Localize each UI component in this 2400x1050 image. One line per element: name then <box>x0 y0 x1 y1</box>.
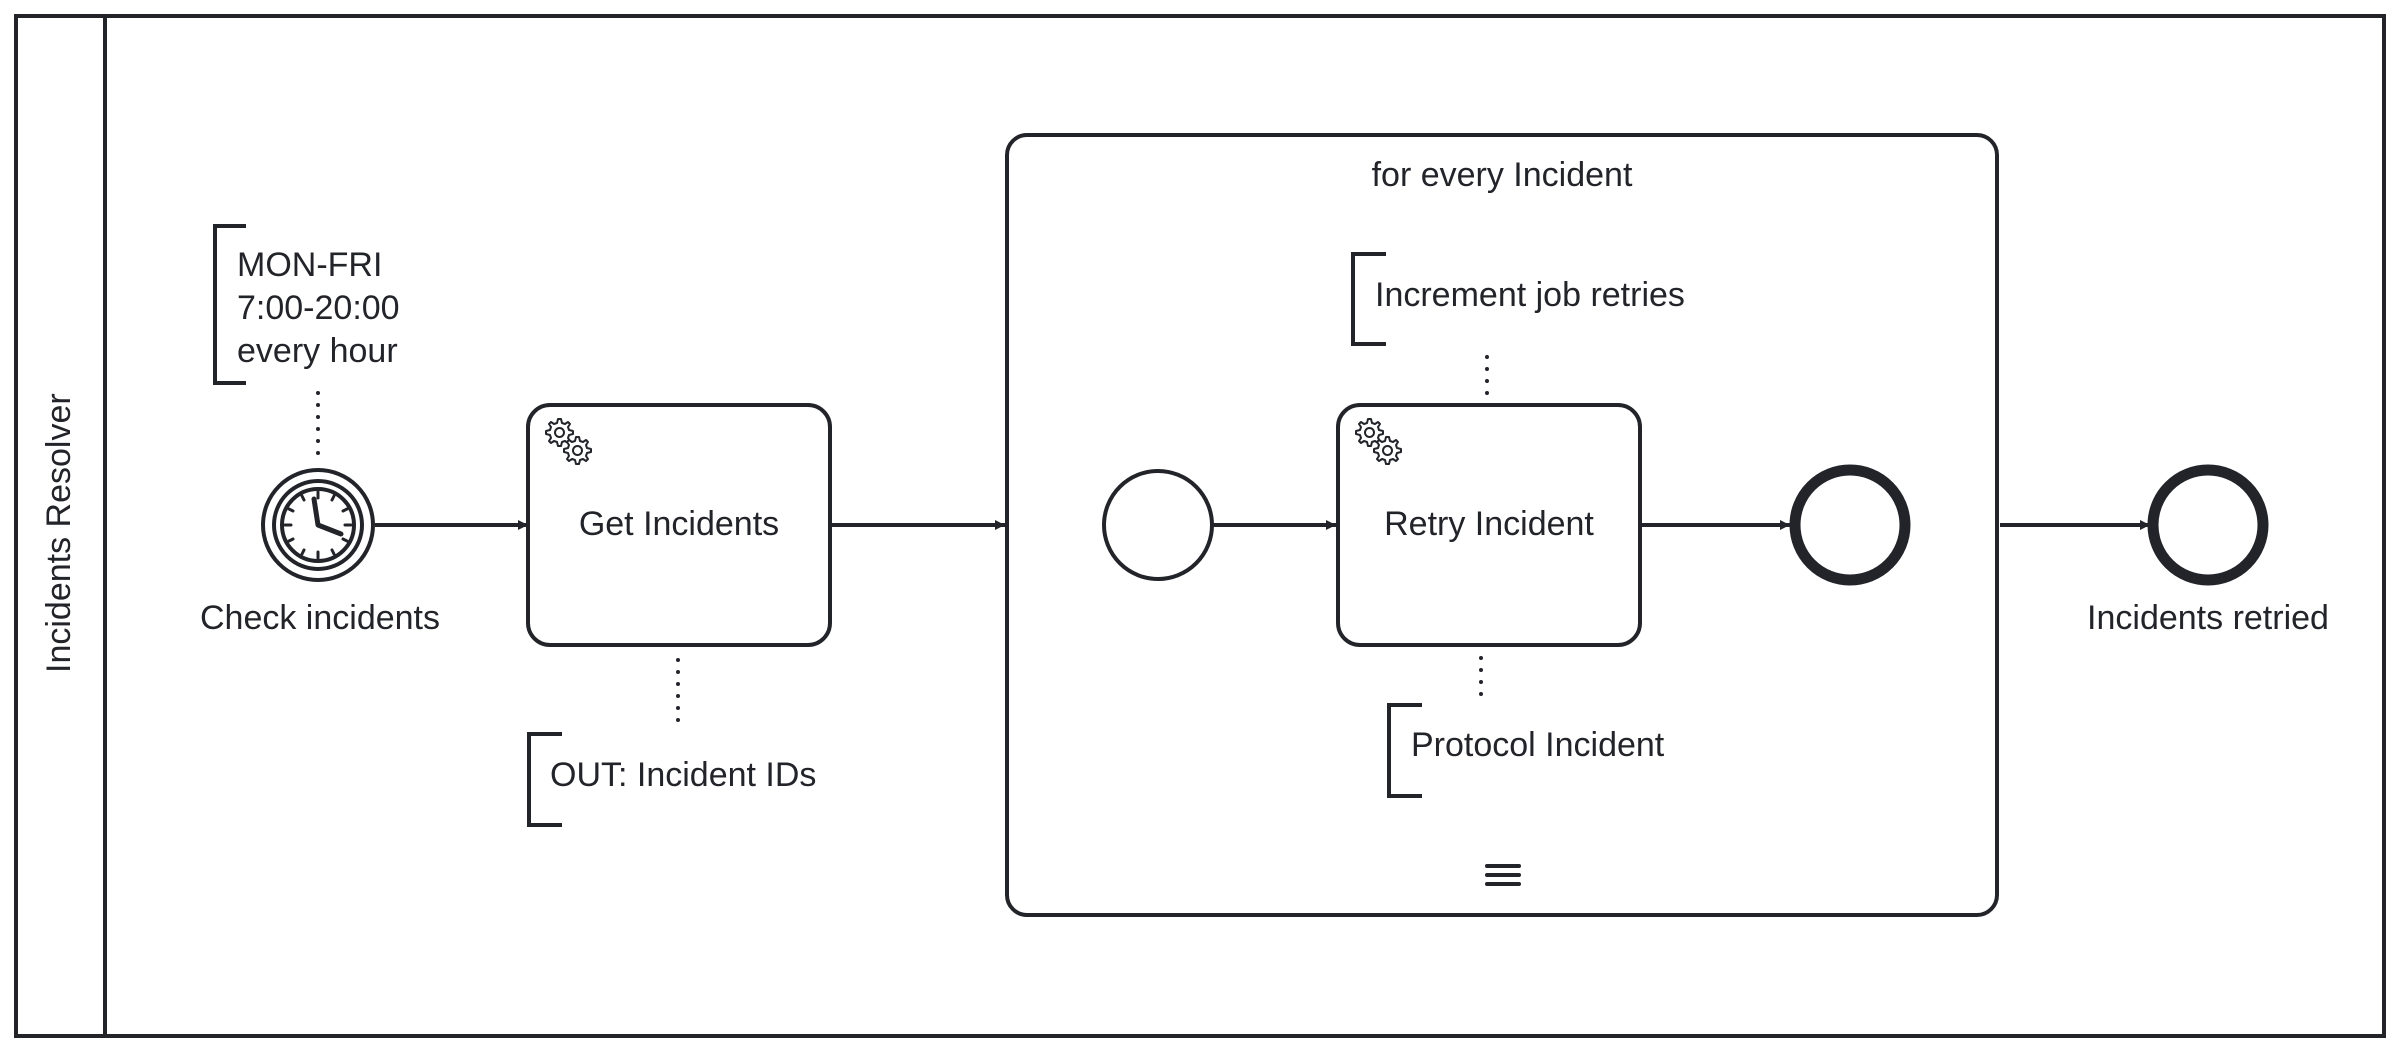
annotation-increment-bracket <box>1351 252 1386 346</box>
task-get-incidents[interactable] <box>526 403 832 647</box>
annotation-out-text: OUT: Incident IDs <box>550 756 817 794</box>
annotation-timer-bracket <box>213 224 246 385</box>
subprocess-start-event[interactable] <box>1102 469 1214 581</box>
annotation-timer-line-1: MON-FRI <box>237 246 383 284</box>
pool-name: Incidents Resolver <box>40 393 78 673</box>
annotation-timer-line-3: every hour <box>237 332 398 370</box>
timer-start-event-label: Check incidents <box>199 599 440 637</box>
end-event[interactable] <box>2147 464 2269 586</box>
subprocess-label: for every Incident <box>1371 156 1633 194</box>
task-retry-incident-label: Retry Incident <box>1384 505 1594 543</box>
clock-icon <box>272 479 364 571</box>
task-retry-incident[interactable] <box>1336 403 1642 647</box>
task-get-incidents-label: Get Incidents <box>578 505 780 543</box>
annotation-increment-text: Increment job retries <box>1375 276 1685 314</box>
end-event-label: Incidents retried <box>2087 599 2329 637</box>
annotation-out-bracket <box>527 732 562 827</box>
annotation-protocol-bracket <box>1387 703 1422 798</box>
sequential-multi-instance-icon <box>1485 864 1521 886</box>
annotation-protocol-text: Protocol Incident <box>1411 726 1665 764</box>
subprocess-end-event[interactable] <box>1789 464 1911 586</box>
annotation-timer-line-2: 7:00-20:00 <box>237 289 400 327</box>
